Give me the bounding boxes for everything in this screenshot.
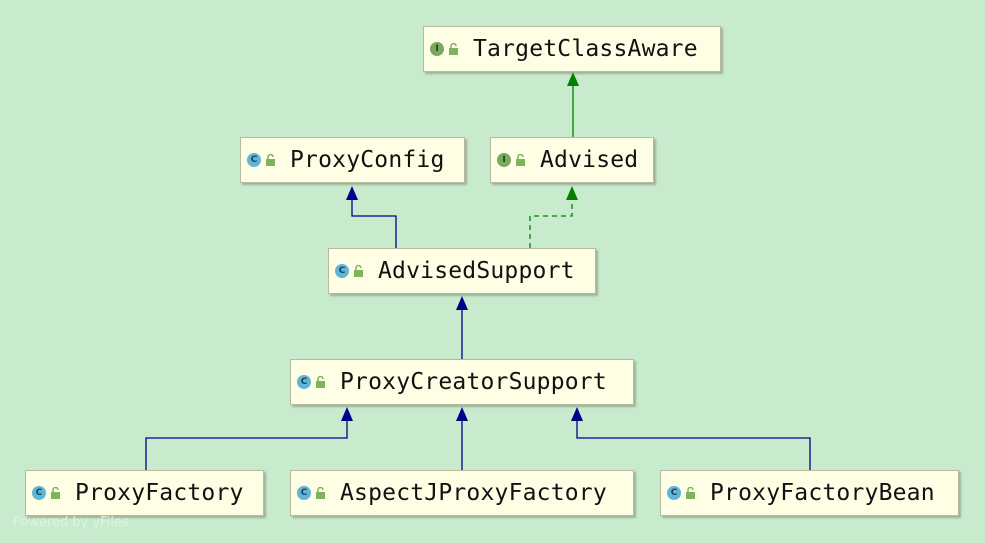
node-label: AspectJProxyFactory — [340, 480, 607, 506]
unlocked-icon — [316, 376, 325, 388]
unlocked-icon — [316, 487, 325, 499]
node-label: Advised — [540, 147, 639, 173]
node-advisedsupport[interactable]: C AdvisedSupport — [328, 248, 596, 294]
interface-icon: I — [430, 42, 444, 56]
unlocked-icon — [266, 154, 275, 166]
edge-aspectjproxyfactory-to-proxycreatorsupport — [456, 407, 468, 470]
node-proxyfactory[interactable]: C ProxyFactory — [25, 470, 264, 516]
node-label: ProxyFactory — [75, 480, 244, 506]
node-aspectjproxyfactory[interactable]: C AspectJProxyFactory — [290, 470, 634, 516]
node-label: ProxyFactoryBean — [710, 480, 935, 506]
node-targetclassaware[interactable]: I TargetClassAware — [423, 26, 721, 72]
node-proxycreatorsupport[interactable]: C ProxyCreatorSupport — [290, 359, 634, 405]
class-icon: C — [297, 486, 311, 500]
node-label: ProxyCreatorSupport — [340, 369, 607, 395]
watermark-text: Powered by yFiles — [13, 515, 129, 530]
class-icon: C — [32, 486, 46, 500]
edge-proxyfactory-to-proxycreatorsupport — [145, 407, 353, 470]
edge-proxyfactorybean-to-proxycreatorsupport — [571, 407, 811, 470]
edge-proxycreatorsupport-to-advisedsupport — [456, 296, 468, 359]
unlocked-icon — [51, 487, 60, 499]
unlocked-icon — [686, 487, 695, 499]
edge-advised-to-targetclassaware — [567, 72, 579, 137]
class-icon: C — [297, 375, 311, 389]
node-label: TargetClassAware — [473, 36, 698, 62]
node-advised[interactable]: I Advised — [490, 137, 654, 183]
node-label: ProxyConfig — [290, 147, 445, 173]
edge-advisedsupport-to-proxyconfig — [346, 186, 397, 248]
node-proxyconfig[interactable]: C ProxyConfig — [240, 137, 465, 183]
unlocked-icon — [516, 154, 525, 166]
class-icon: C — [335, 264, 349, 278]
class-icon: C — [247, 153, 261, 167]
unlocked-icon — [449, 43, 458, 55]
edge-advisedsupport-to-advised — [529, 186, 578, 248]
node-proxyfactorybean[interactable]: C ProxyFactoryBean — [660, 470, 959, 516]
unlocked-icon — [354, 265, 363, 277]
node-label: AdvisedSupport — [378, 258, 575, 284]
class-icon: C — [667, 486, 681, 500]
interface-icon: I — [497, 153, 511, 167]
